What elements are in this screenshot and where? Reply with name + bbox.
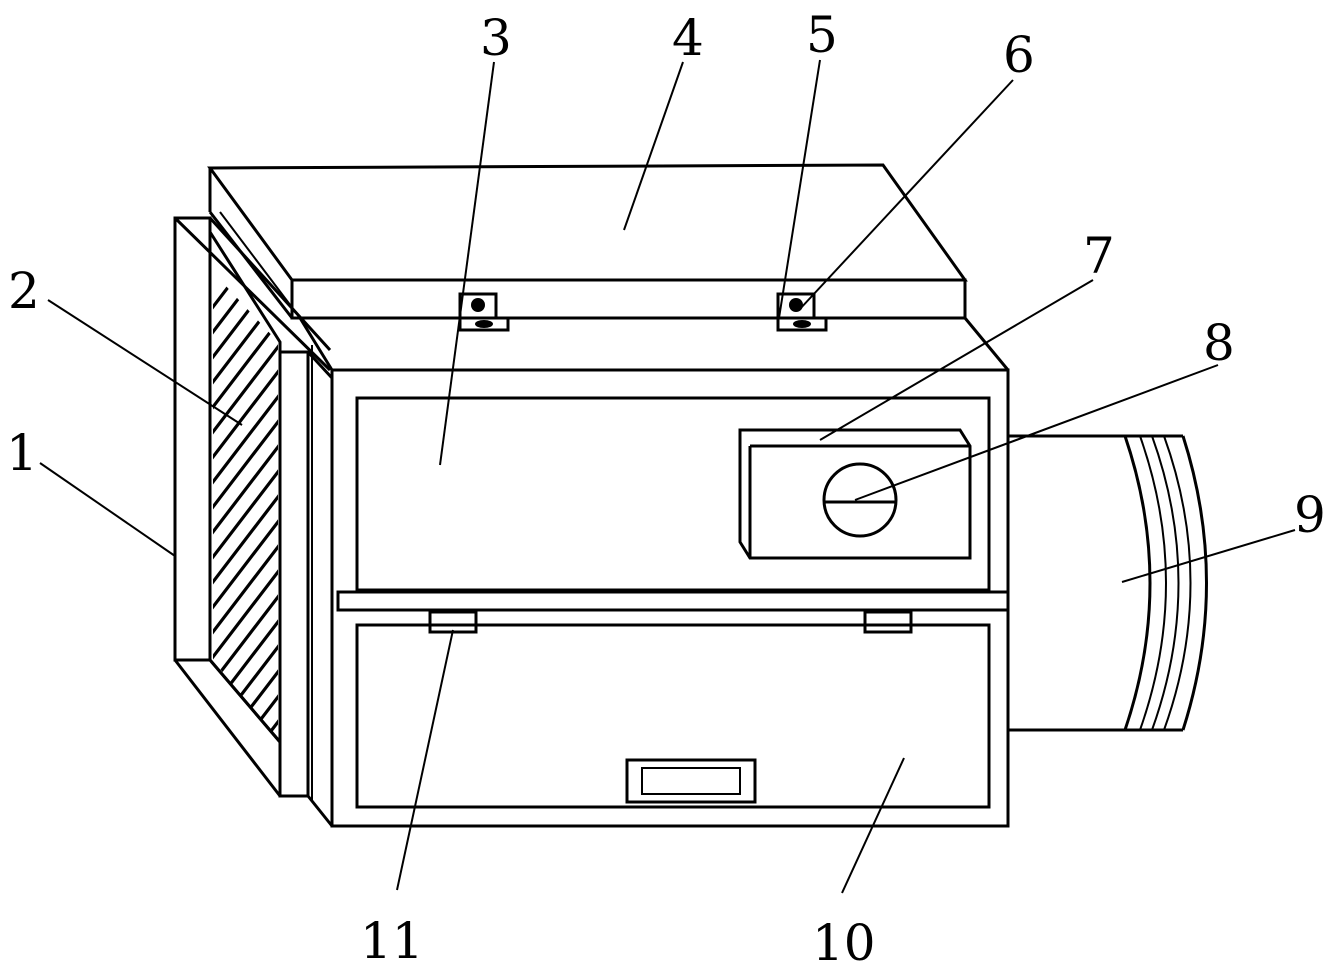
label-4: 4 (672, 9, 704, 67)
leader-9 (1121, 529, 1296, 583)
drawer (355, 623, 991, 809)
top-cover (207, 163, 968, 320)
leader-7 (819, 279, 1094, 441)
label-7: 7 (1083, 227, 1115, 285)
hinge-left (458, 292, 510, 332)
label-6: 6 (1003, 26, 1035, 84)
leader-4 (623, 61, 684, 231)
label-9: 9 (1294, 486, 1326, 544)
label-2: 2 (8, 262, 40, 320)
leader-8 (854, 364, 1219, 501)
reference-numerals: 1 2 3 4 5 6 7 8 9 10 11 (6, 6, 1326, 970)
label-1: 1 (6, 424, 38, 482)
label-10: 10 (812, 914, 876, 970)
inner-frame-plate (278, 345, 334, 827)
exhaust-cylinder (1008, 434, 1208, 732)
leader-lines (39, 59, 1296, 894)
leader-11 (396, 629, 454, 891)
label-11: 11 (360, 912, 424, 970)
control-box (738, 428, 972, 560)
dial-knob (822, 462, 898, 538)
label-8: 8 (1203, 314, 1235, 372)
leader-1 (39, 462, 176, 557)
slide-rail-left (428, 610, 478, 634)
slide-rail-right (863, 610, 913, 634)
label-5: 5 (806, 6, 838, 64)
leader-6 (798, 79, 1014, 311)
leader-3 (439, 61, 495, 466)
main-housing (298, 317, 1010, 828)
leader-2 (47, 299, 243, 426)
label-3: 3 (480, 9, 512, 67)
leader-10 (841, 757, 905, 894)
leader-5 (778, 59, 821, 319)
hinge-right (776, 292, 828, 332)
